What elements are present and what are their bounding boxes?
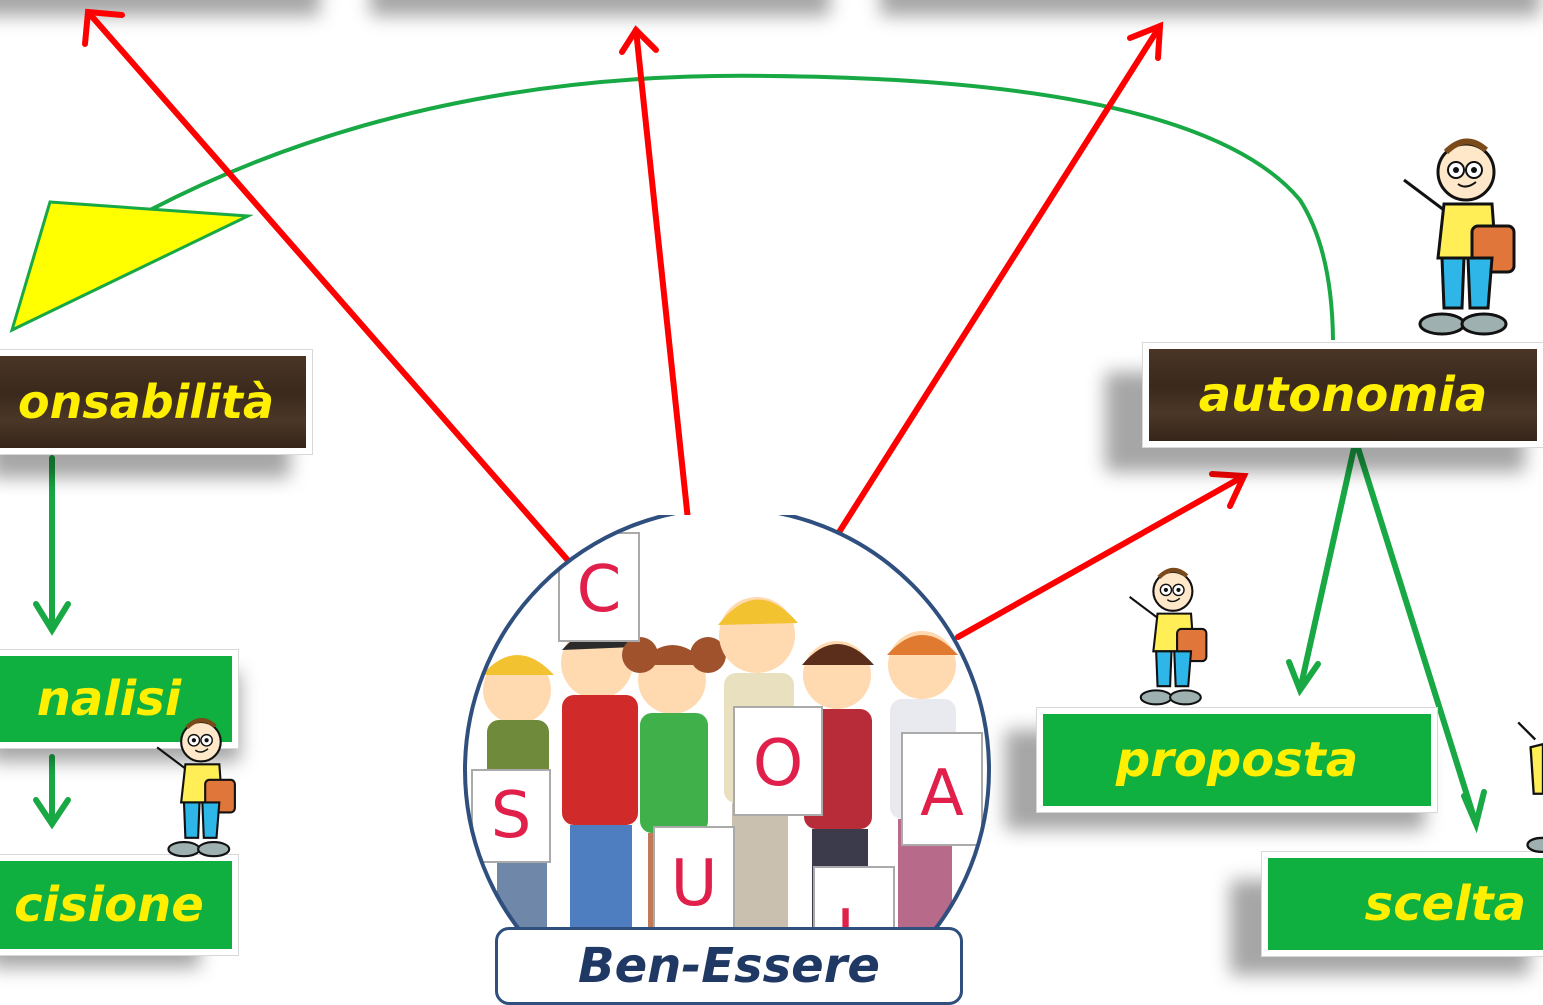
green-arrow-to-proposta — [1300, 448, 1354, 690]
node-autonomia[interactable]: autonomia — [1143, 343, 1543, 447]
node-scelta[interactable]: scelta — [1262, 852, 1543, 956]
cartoon-boy-icon — [1384, 130, 1534, 345]
node-responsabilita-label: onsabilità — [18, 375, 274, 429]
node-decisione[interactable]: cisione — [0, 855, 238, 955]
card-letter: O — [753, 727, 803, 801]
node-scelta-label: scelta — [1365, 876, 1526, 932]
card-letter: A — [920, 757, 964, 831]
cartoon-boy-icon — [1512, 716, 1543, 856]
cartoon-boy-icon — [136, 712, 256, 864]
node-proposta-label: proposta — [1116, 732, 1358, 788]
center-label-box[interactable]: Ben-Essere — [495, 927, 963, 1005]
card-letter: U — [671, 847, 718, 921]
node-autonomia-label: autonomia — [1199, 367, 1488, 423]
red-arrow-top-center — [636, 30, 688, 520]
card-letter: S — [491, 779, 532, 853]
node-proposta[interactable]: proposta — [1037, 708, 1437, 812]
cartoon-boy-icon — [1108, 562, 1228, 712]
yellow-triangle-shape — [12, 202, 248, 330]
node-responsabilita[interactable]: onsabilità — [0, 350, 312, 454]
green-arc-connector — [150, 76, 1333, 340]
node-decisione-label: cisione — [14, 877, 204, 933]
center-label: Ben-Essere — [578, 938, 880, 994]
card-letter: C — [577, 553, 622, 627]
